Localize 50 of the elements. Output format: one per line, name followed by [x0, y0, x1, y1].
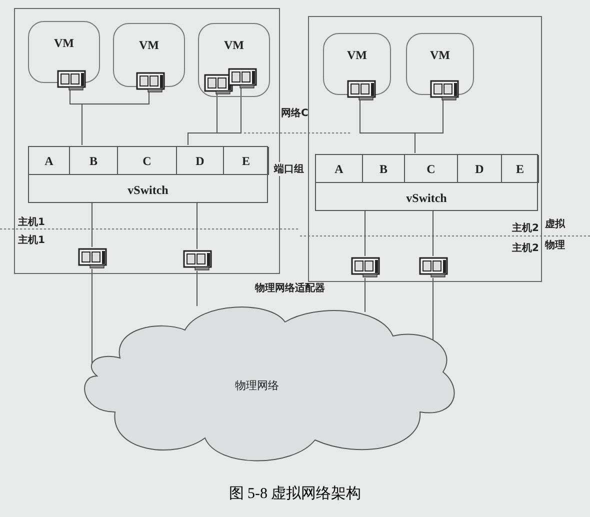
- vm-label: VM: [223, 38, 245, 53]
- vm-label: VM: [429, 48, 451, 63]
- port-label: B: [378, 162, 388, 177]
- connector-line: [82, 92, 150, 146]
- note-label: 端口组: [274, 162, 304, 176]
- port-cell: [70, 147, 118, 175]
- port-label: E: [240, 154, 251, 169]
- port-label: D: [474, 162, 485, 177]
- host-label: 主机2: [512, 241, 539, 255]
- port-cell: [316, 155, 363, 183]
- cloud-label: 物理网络: [235, 378, 279, 393]
- host-label: 主机1: [18, 233, 45, 247]
- connector-line: [196, 202, 198, 250]
- connector-line: [432, 210, 434, 256]
- host-label: 主机2: [512, 221, 539, 235]
- port-cell: [502, 155, 539, 183]
- note-label: 物理: [545, 238, 565, 252]
- port-cell: [177, 147, 224, 175]
- port-label: C: [426, 162, 436, 177]
- figure-caption: 图 5-8 虚拟网络架构: [228, 484, 362, 503]
- port-label: D: [194, 154, 206, 169]
- port-label: A: [44, 154, 54, 169]
- vm-label: VM: [346, 48, 368, 63]
- port-cell: [118, 147, 177, 175]
- note-label: 物理网络适配器: [255, 282, 325, 295]
- vm-box: [198, 23, 270, 97]
- vswitch-box: [315, 154, 538, 211]
- vswitch-box: [28, 146, 268, 203]
- vswitch-label: vSwitch: [405, 191, 448, 206]
- port-cell: [458, 155, 502, 183]
- connector-line: [414, 100, 444, 154]
- port-label: A: [334, 162, 344, 177]
- port-label: B: [88, 154, 98, 169]
- port-cell: [224, 147, 269, 175]
- connector-line: [364, 210, 366, 256]
- vm-label: VM: [53, 36, 75, 51]
- host-box: [308, 16, 542, 282]
- vm-label: VM: [138, 38, 160, 53]
- connector-line: [188, 88, 242, 146]
- port-cell: [363, 155, 405, 183]
- note-label: 虚拟: [545, 218, 565, 231]
- port-cell: [29, 147, 70, 175]
- port-label: C: [142, 154, 152, 169]
- connector-line: [364, 278, 366, 312]
- host-label: 主机1: [18, 215, 45, 229]
- port-label: E: [514, 162, 525, 177]
- note-label: 网络C: [281, 106, 308, 120]
- vswitch-label: vSwitch: [126, 183, 170, 198]
- connector-line: [196, 270, 198, 306]
- port-cell: [405, 155, 458, 183]
